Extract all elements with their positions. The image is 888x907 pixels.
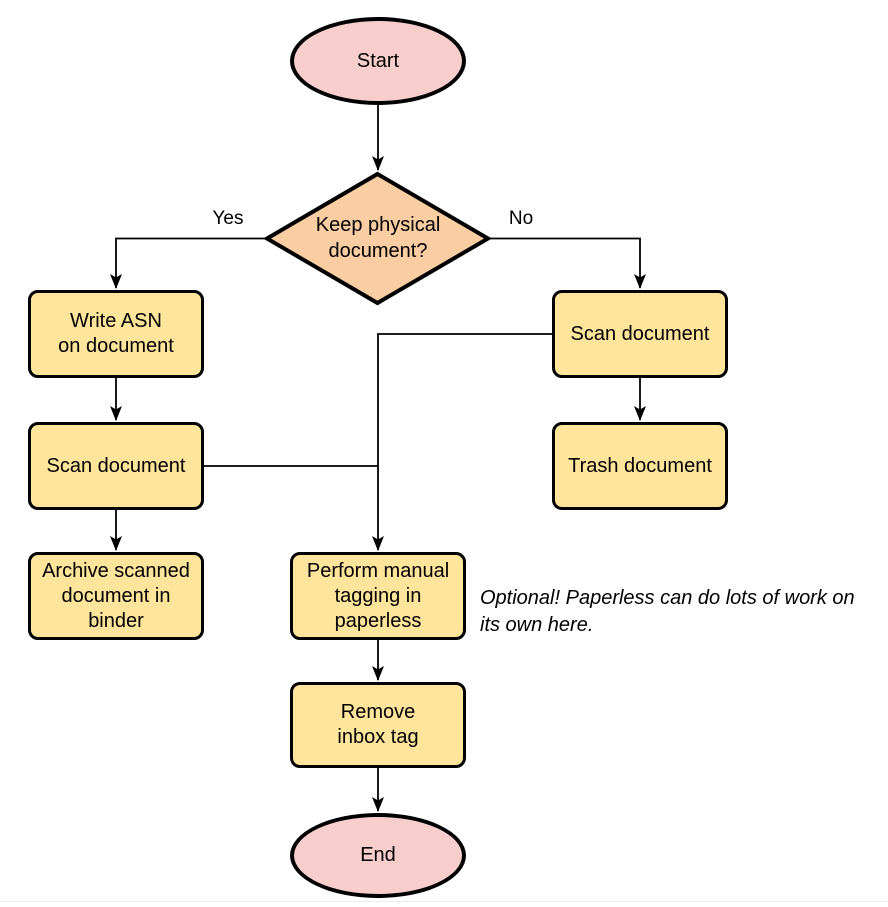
node-trash-document: Trash document [552,422,728,510]
edge-scan-right-to-manual-tagging [372,333,552,551]
node-scan-document-right-label: Scan document [570,322,710,345]
edge-label-no: No [508,208,534,229]
node-archive-scanned-label: Archive scanned document in binder [42,559,190,632]
node-scan-document-right: Scan document [552,290,728,378]
node-write-asn-label: Write ASN on document [58,310,174,357]
node-manual-tagging-label: Perform manual tagging in paperless [306,559,450,632]
node-manual-tagging: Perform manual tagging in paperless [290,552,466,640]
edge-label-yes: Yes [212,208,244,229]
node-scan-document-left: Scan document [28,422,204,510]
annotation-note: Optional! Paperless can do lots of work … [480,587,855,636]
node-decision-label: Keep physical document? [315,214,441,262]
node-archive-scanned: Archive scanned document in binder [28,552,204,640]
node-start-label: Start [356,49,400,72]
node-remove-inbox-tag-label: Remove inbox tag [337,701,419,748]
bottom-divider [0,901,888,902]
node-start: Start [290,17,466,105]
decision-diamond-shape [263,171,492,306]
edge-decision-no-to-scan-right [490,237,646,289]
node-trash-document-label: Trash document [568,454,712,477]
node-write-asn: Write ASN on document [28,290,204,378]
node-end: End [290,813,466,898]
node-remove-inbox-tag: Remove inbox tag [290,682,466,768]
node-end-label: End [360,844,396,866]
node-scan-document-left-label: Scan document [46,454,186,477]
edge-decision-yes-to-write-asn [110,237,265,289]
